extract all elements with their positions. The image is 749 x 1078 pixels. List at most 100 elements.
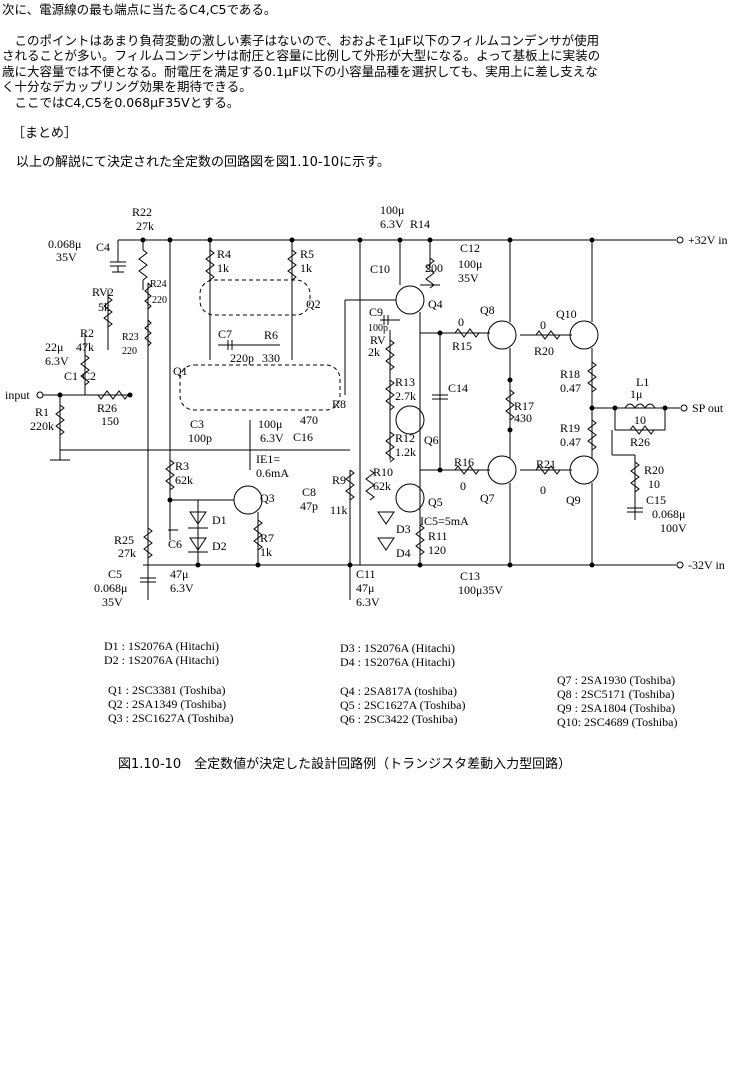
label-ie1v: 0.6mA xyxy=(256,466,289,480)
label-c11v2: 6.3V xyxy=(356,595,380,609)
intro-line-1: 次に、電源線の最も端点に当たるC4,C5である。 xyxy=(2,2,277,17)
label-c8v: 47p xyxy=(300,499,318,513)
label-input: input xyxy=(5,388,30,402)
label-r19: R19 xyxy=(560,421,580,435)
label-r2v: 47k xyxy=(76,340,94,354)
label-r26a: R26 xyxy=(97,401,117,415)
label-q3: Q3 xyxy=(260,491,275,505)
label-c12v3: 100μ xyxy=(458,257,482,271)
label-r7v: 1k xyxy=(260,545,272,559)
intro-line-6: ここではC4,C5を0.068μF35Vとする。 xyxy=(2,94,240,110)
label-r23v: 220 xyxy=(122,346,137,357)
label-rail-pos: +32V in xyxy=(688,233,728,247)
parts-q9: Q9 : 2SA1804 (Toshiba) xyxy=(557,701,676,715)
label-r14v: 200 xyxy=(425,261,443,275)
label-rv: RV xyxy=(370,333,386,347)
label-r9: R9 xyxy=(332,473,346,487)
label-q6: Q6 xyxy=(424,433,439,447)
label-r9v: 11k xyxy=(330,503,348,517)
label-r14: R14 xyxy=(410,217,430,231)
label-r13v: 2.7k xyxy=(395,389,416,403)
label-r24: R24 xyxy=(150,279,167,290)
label-output: SP out xyxy=(692,401,724,415)
label-r21: R21 xyxy=(536,457,556,471)
label-r13: R13 xyxy=(395,375,415,389)
intro-line-5: く十分なデカップリング効果を期待できる。 xyxy=(2,79,252,94)
label-r23: R23 xyxy=(122,332,139,343)
label-r26av: 150 xyxy=(101,414,119,428)
label-c14: C14 xyxy=(448,381,468,395)
figure-caption: 図1.10-10 全定数値が決定した設計回路例（トランジスタ差動入力型回路） xyxy=(118,757,572,772)
label-c12v1: 100μ xyxy=(380,203,404,217)
label-r8v: 470 xyxy=(300,413,318,427)
label-c15: C15 xyxy=(646,493,666,507)
label-c3: C3 xyxy=(190,417,204,431)
parts-q3: Q3 : 2SC1627A (Toshiba) xyxy=(108,711,234,725)
label-c15v2: 100V xyxy=(660,521,687,535)
parts-q4: Q4 : 2SA817A (toshiba) xyxy=(340,684,457,698)
label-c12v4: 35V xyxy=(458,271,479,285)
label-c2: C2 xyxy=(82,369,96,383)
label-q8: Q8 xyxy=(480,303,495,317)
parts-d1: D1 : 1S2076A (Hitachi) xyxy=(104,639,219,653)
label-r24v: 220 xyxy=(152,295,167,306)
label-r15v: 0 xyxy=(458,315,464,329)
label-c6v2: 6.3V xyxy=(170,581,194,595)
label-r1: R1 xyxy=(35,405,49,419)
label-r12: R12 xyxy=(395,431,415,445)
label-r20bv: 10 xyxy=(648,477,660,491)
label-r26bv: 10 xyxy=(634,413,646,427)
label-c10: C10 xyxy=(370,262,390,276)
label-r11v: 120 xyxy=(428,543,446,557)
label-r4: R4 xyxy=(217,247,231,261)
parts-q2: Q2 : 2SA1349 (Toshiba) xyxy=(108,697,227,711)
label-r5v: 1k xyxy=(300,261,312,275)
summary-heading: ［まとめ］ xyxy=(12,126,78,141)
label-rv2v: 5k xyxy=(98,300,110,314)
parts-d4: D4 : 1S2076A (Hitachi) xyxy=(340,655,455,669)
intro-line-2: このポイントはあまり負荷変動の激しい素子はないので、おおよそ1μF以下のフィルム… xyxy=(2,32,600,48)
label-l1v: 1μ xyxy=(630,387,642,401)
label-c4: C4 xyxy=(96,240,110,254)
label-r20b: R20 xyxy=(644,463,664,477)
label-r3v: 62k xyxy=(175,473,193,487)
label-r25: R25 xyxy=(114,533,134,547)
label-r8: R8 xyxy=(332,397,346,411)
label-r25v: 27k xyxy=(118,546,136,560)
label-c9v: 100p xyxy=(368,323,388,334)
label-r20v: 0 xyxy=(540,318,546,332)
parts-q7: Q7 : 2SA1930 (Toshiba) xyxy=(557,673,676,687)
label-c3v: 100p xyxy=(188,431,212,445)
label-c12v2: 6.3V xyxy=(380,217,404,231)
label-c7: C7 xyxy=(218,327,232,341)
label-c1v2: 6.3V xyxy=(45,354,69,368)
label-r17v: 430 xyxy=(514,411,532,425)
label-r22: R22 xyxy=(132,205,152,219)
label-l1: L1 xyxy=(636,375,649,389)
label-r6v: 330 xyxy=(262,351,280,365)
label-r15: R15 xyxy=(452,339,472,353)
label-c13v: 100μ35V xyxy=(458,583,503,597)
parts-q5: Q5 : 2SC1627A (Toshiba) xyxy=(340,698,466,712)
intro-paragraph: このポイントはあまり負荷変動の激しい素子はないので、おおよそ1μF以下のフィルム… xyxy=(2,17,600,110)
label-q2: Q2 xyxy=(306,297,321,311)
label-r10v: 62k xyxy=(373,479,391,493)
label-rvv: 2k xyxy=(368,345,380,359)
label-ie1: IE1= xyxy=(256,452,280,466)
parts-q8: Q8 : 2SC5171 (Toshiba) xyxy=(557,687,675,701)
label-c4v1: 0.068μ xyxy=(48,237,81,251)
label-rail-neg: -32V in xyxy=(688,558,725,572)
label-rv2: RV2 xyxy=(92,285,114,299)
label-c6v1: 47μ xyxy=(170,567,188,581)
label-r6: R6 xyxy=(264,328,278,342)
label-c6: C6 xyxy=(168,537,182,551)
circuit-schematic: +32V in -32V in input SP out R22 27k 0.0… xyxy=(5,203,728,609)
intro-line-4: 歳に大容量では不便となる。耐電圧を満足する0.1μF以下の小容量品種を選択しても… xyxy=(2,63,598,79)
label-r20: R20 xyxy=(534,344,554,358)
label-r3: R3 xyxy=(175,459,189,473)
label-d3: D3 xyxy=(396,522,411,536)
label-d2: D2 xyxy=(212,539,227,553)
label-r18: R18 xyxy=(560,367,580,381)
label-r12v: 1.2k xyxy=(395,445,416,459)
label-q5: Q5 xyxy=(428,495,443,509)
